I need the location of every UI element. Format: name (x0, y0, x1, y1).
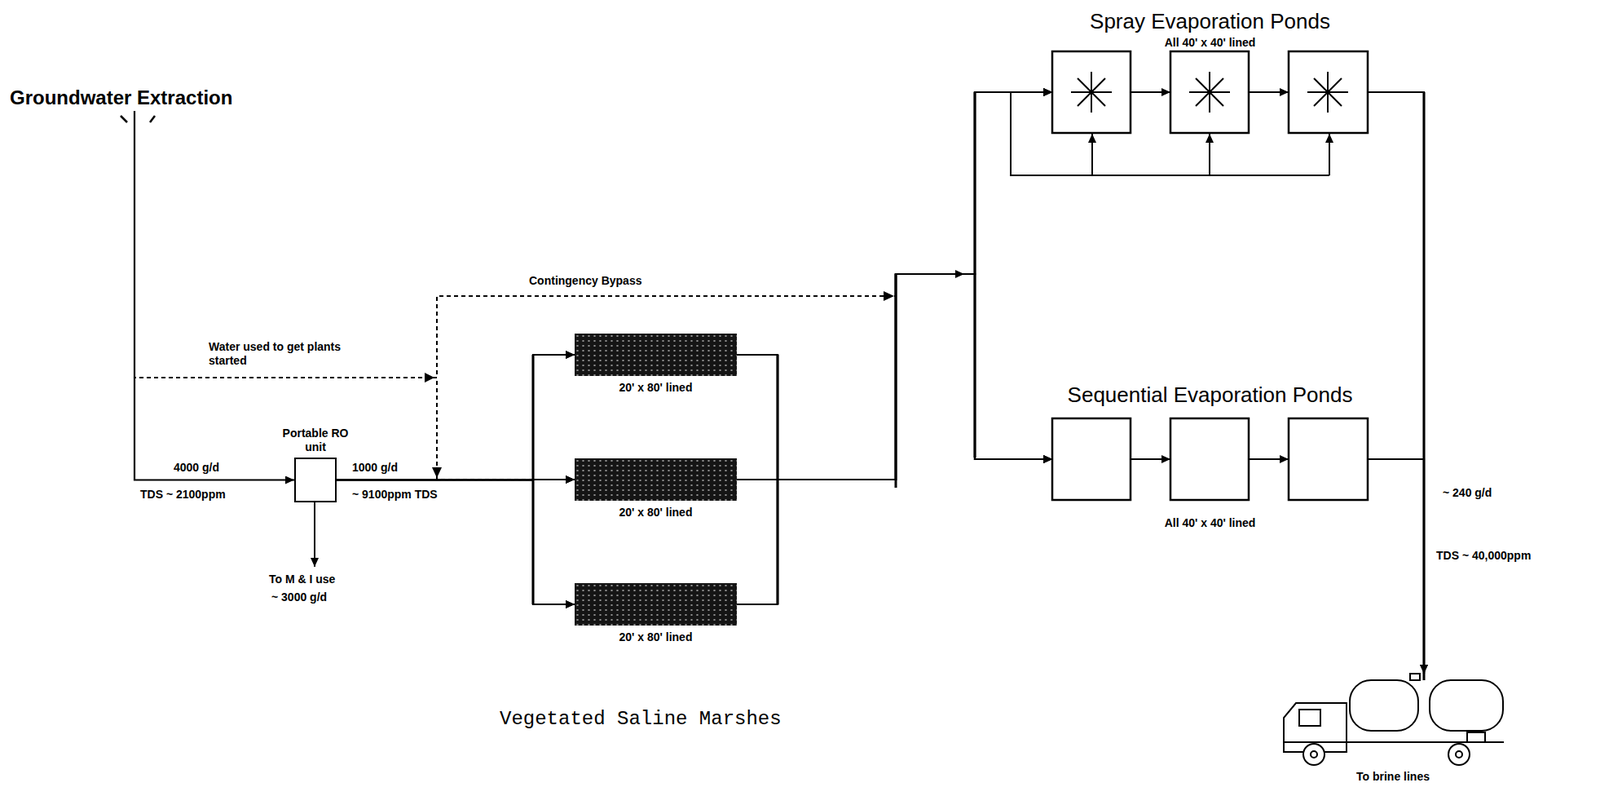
node-caption: 20' x 80' lined (619, 505, 693, 520)
solid-connectors (134, 92, 1424, 674)
group-note: All 40' x 40' lined (1019, 35, 1401, 50)
flow-note: ~ 9100ppm TDS (352, 487, 438, 502)
pond-group: Sequential Evaporation PondsAll 40' x 40… (1052, 418, 1368, 500)
edge-label: 1000 g/d (352, 460, 398, 475)
node-caption: 20' x 80' lined (619, 380, 693, 395)
flow-arrows (313, 502, 316, 567)
tank-truck (1283, 673, 1504, 765)
extraction-ticks (120, 115, 155, 123)
flow-arrows (1130, 458, 1171, 460)
spray-symbols (1307, 71, 1349, 113)
flow-arrows (907, 273, 965, 275)
flow-arrows (314, 92, 1330, 567)
edge-label: Contingency Bypass (528, 273, 642, 288)
flow-arrows (1208, 133, 1211, 176)
tank-truck (1303, 743, 1325, 765)
dashed-arrowheads (424, 290, 895, 478)
group-note: All 40' x 40' lined (1019, 515, 1401, 530)
pond-group: Spray Evaporation PondsAll 40' x 40' lin… (1052, 51, 1368, 133)
flow-line (336, 354, 575, 481)
flow-line (134, 110, 295, 481)
node-caption: 20' x 80' lined (619, 630, 693, 644)
flow-note: ~ 240 g/d (1442, 485, 1492, 500)
flow-arrows (1130, 91, 1171, 93)
dashed-connectors (134, 92, 1053, 604)
flow-arrows (1328, 133, 1331, 176)
source-label: Groundwater Extraction (9, 86, 237, 111)
flow-line (736, 273, 1053, 604)
dashed-arrowheads (431, 467, 442, 478)
spray-symbols (1189, 71, 1230, 113)
tank-truck (1429, 679, 1504, 731)
marsh-cell: 20' x 80' lined (574, 333, 737, 376)
node-title: Groundwater Extraction (9, 86, 237, 110)
flow-line (336, 480, 575, 605)
extraction-ticks (149, 115, 155, 123)
sequential-ponds (1170, 418, 1249, 500)
group-heading: Spray Evaporation Ponds (1019, 8, 1401, 34)
tank-truck (1349, 679, 1419, 731)
group-label: Vegetated Saline Marshes (499, 707, 782, 731)
extraction-ticks (120, 115, 128, 123)
tank-truck (1410, 673, 1420, 680)
tank-truck (1299, 709, 1321, 726)
node-caption: To brine lines (1247, 769, 1539, 784)
flow-line (736, 92, 1053, 604)
flow-line (1367, 458, 1424, 674)
truck-figure: To brine lines (1280, 673, 1506, 767)
spray-ponds (1170, 51, 1249, 133)
dashed-flow-line (134, 92, 1053, 378)
bars (532, 354, 535, 604)
flow-arrows (1091, 133, 1094, 176)
flow-note: TDS ~ 40,000ppm (1436, 548, 1531, 563)
spray-symbols (1071, 71, 1112, 113)
tank-truck (1467, 731, 1486, 742)
flow-arrows (1248, 458, 1289, 460)
spray-ponds (1052, 51, 1368, 133)
flow-line (1367, 92, 1424, 674)
flow-note: ~ 3000 g/d (271, 590, 327, 604)
marsh-cell: 20' x 80' lined (574, 458, 737, 501)
dashed-arrowheads (424, 372, 435, 383)
tank-truck (1310, 750, 1318, 758)
group-heading: Sequential Evaporation Ponds (1019, 382, 1401, 407)
flow-note: To M & I use (268, 572, 335, 587)
flow-note: TDS ~ 2100ppm (140, 487, 226, 502)
flow-arrows (1248, 91, 1289, 93)
tank-truck (1448, 743, 1470, 765)
bars (533, 92, 1424, 680)
edge-label: Water used to get plants started (208, 339, 364, 368)
spray-symbols (1071, 71, 1349, 113)
dashed-flow-line (134, 110, 575, 604)
dashed-arrowheads (883, 290, 895, 301)
bars (776, 354, 780, 604)
tank-truck (1455, 750, 1463, 758)
bars (974, 92, 977, 458)
ro-unit-box: Portable RO unit (294, 457, 337, 503)
sequential-ponds (1288, 418, 1368, 500)
edge-label: 4000 g/d (173, 460, 220, 475)
spray-ponds (1288, 51, 1368, 133)
marsh-cell: 20' x 80' lined (574, 582, 737, 626)
spray-ponds (1052, 51, 1131, 133)
node-caption: Portable RO unit (278, 426, 353, 454)
sequential-ponds (1052, 418, 1368, 500)
sequential-ponds (1052, 418, 1131, 500)
bars (894, 273, 898, 488)
bars (1423, 92, 1426, 680)
dashed-flow-line (134, 110, 1053, 459)
